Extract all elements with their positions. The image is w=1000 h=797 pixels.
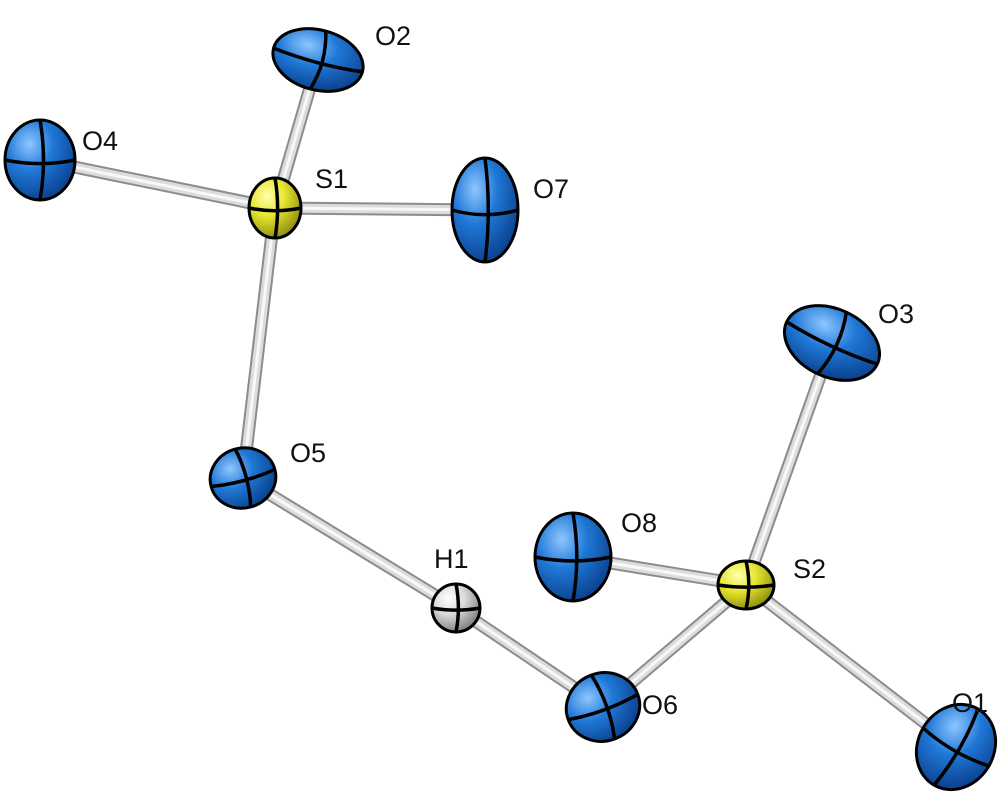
principal-axis-horizontal (717, 583, 775, 589)
bond-o5-h1 (236, 471, 463, 615)
atom-o6 (564, 671, 642, 743)
principal-axis-vertical (308, 30, 328, 90)
bond-highlight (273, 206, 487, 212)
principal-axis-horizontal (785, 320, 878, 366)
principal-axis-horizontal (567, 692, 639, 722)
principal-axis-vertical (816, 311, 849, 375)
atom-o7 (450, 156, 520, 264)
atom-s1 (247, 176, 303, 240)
principal-axis-horizontal (534, 555, 612, 563)
principal-axis-horizontal (451, 208, 519, 217)
principal-axis-vertical (233, 448, 253, 508)
atom-label-o5: O5 (290, 438, 326, 468)
atom-label-o1: O1 (952, 688, 988, 718)
atom-o1 (914, 702, 998, 792)
principal-axis-vertical (38, 119, 46, 201)
atom-label-s1: S1 (315, 164, 348, 194)
principal-axis-horizontal (210, 467, 276, 489)
principal-axis-horizontal (272, 46, 363, 74)
principal-axis-vertical (571, 512, 579, 602)
principal-axis-vertical (744, 560, 751, 610)
atom-o2 (271, 27, 365, 93)
bond-highlight (241, 206, 277, 480)
bond-highlight (38, 158, 277, 210)
atom-label-o8: O8 (621, 508, 657, 538)
atom-label-h1: H1 (434, 544, 469, 574)
bond-s1-o5 (236, 201, 282, 485)
atom-o3 (782, 304, 882, 382)
atom-label-o6: O6 (642, 690, 678, 720)
principal-axis-vertical (589, 674, 617, 740)
bond-s2-o3 (739, 336, 839, 592)
atom-label-s2: S2 (793, 554, 826, 584)
principal-axis-vertical (273, 177, 280, 239)
principal-axis-vertical (454, 583, 461, 633)
atoms-layer (3, 27, 998, 792)
atom-label-o3: O3 (878, 299, 914, 329)
bond-s2-o1 (739, 578, 963, 754)
atom-o4 (3, 118, 77, 202)
principal-axis-horizontal (4, 158, 76, 166)
oxygen-ellipsoid (782, 304, 882, 382)
principal-axis-horizontal (921, 726, 990, 768)
oxygen-ellipsoid (208, 446, 278, 510)
atom-h1 (430, 582, 482, 634)
principal-axis-horizontal (431, 606, 481, 612)
oxygen-ellipsoid (533, 511, 613, 603)
principal-axis-vertical (932, 708, 980, 787)
oxygen-ellipsoid (271, 27, 365, 93)
bond-s1-o4 (33, 153, 282, 215)
atom-o5 (208, 446, 278, 510)
atom-label-o2: O2 (375, 21, 411, 51)
bond-highlight (744, 583, 958, 749)
principal-axis-vertical (483, 157, 491, 263)
atom-label-o7: O7 (533, 174, 569, 204)
principal-axis-horizontal (248, 206, 302, 213)
atom-s2 (716, 559, 776, 611)
atom-o8 (533, 511, 613, 603)
bond-s1-o7 (268, 201, 492, 217)
bond-highlight (241, 476, 458, 610)
bond-highlight (744, 341, 834, 587)
atom-label-o4: O4 (82, 126, 118, 156)
oxygen-ellipsoid (3, 118, 77, 202)
